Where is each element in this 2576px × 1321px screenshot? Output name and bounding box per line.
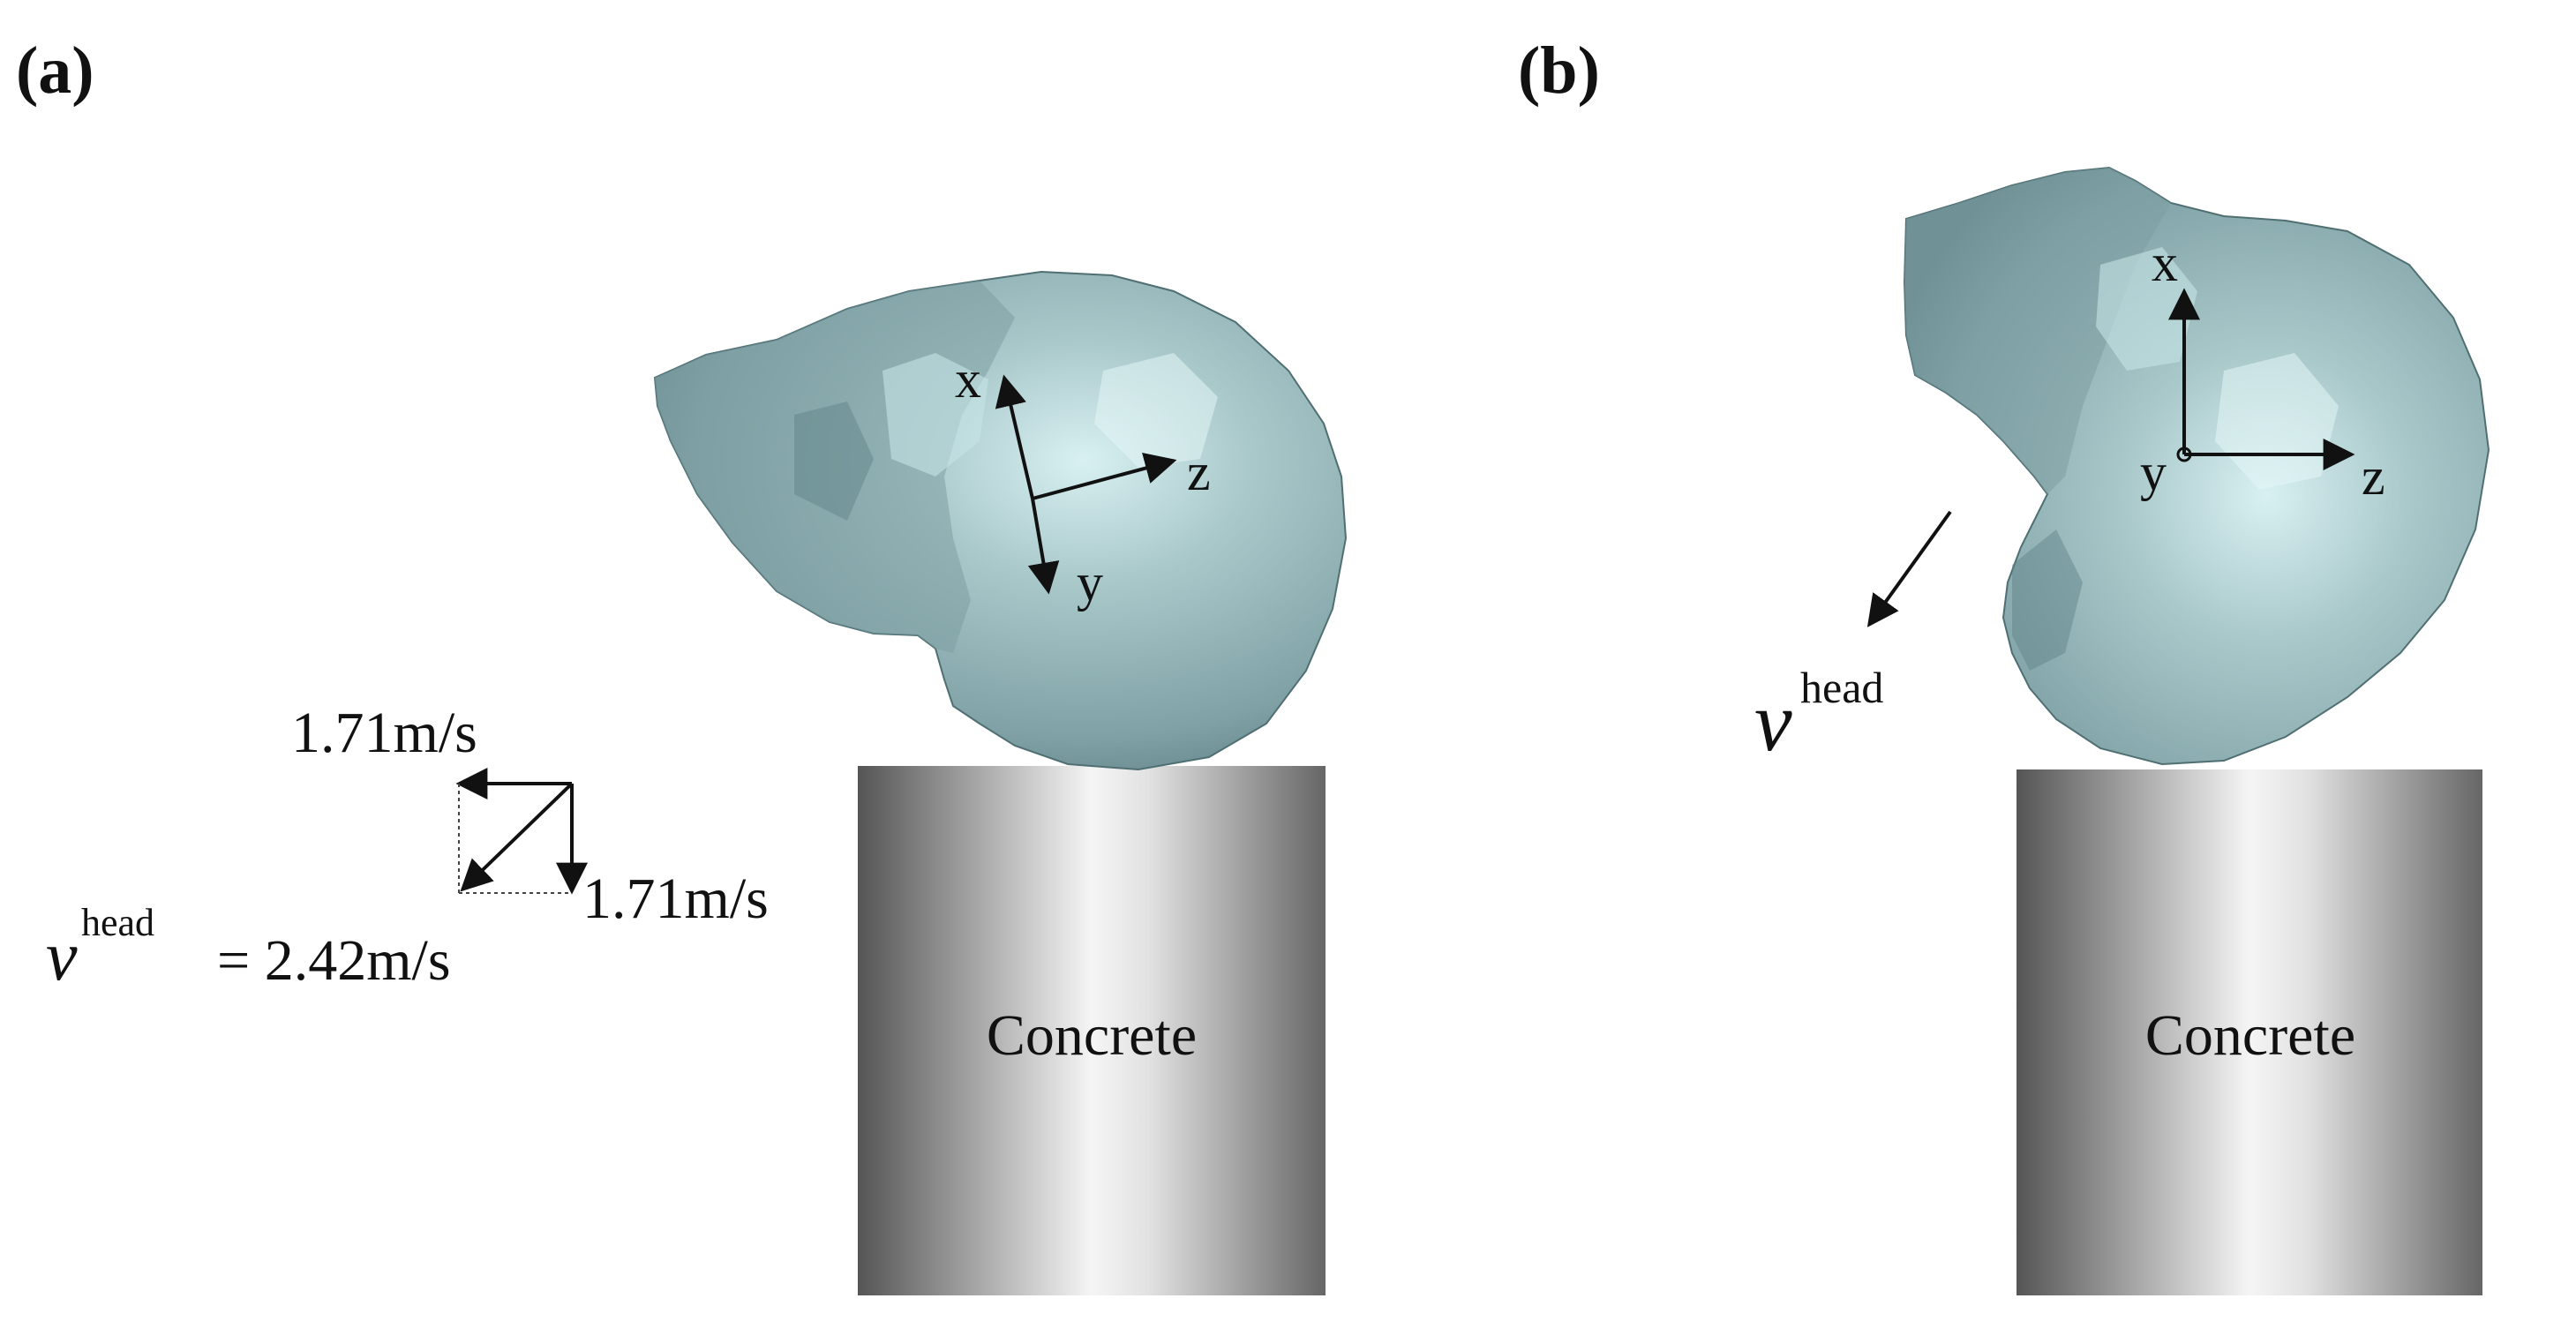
velocity-component-horizontal: 1.71m/s	[291, 701, 477, 765]
panel-a-figure: (a) Concrete x z y 1.71m/s 1.71m/s v	[16, 34, 1348, 1295]
skull-face-region	[1904, 168, 2171, 494]
axes-triad	[995, 374, 1177, 595]
panel-b-figure: (b) Concrete x z y v head	[1518, 34, 2490, 1295]
velocity-superscript: head	[1800, 663, 1883, 712]
y-axis-label: y	[1077, 553, 1103, 612]
velocity-component-vertical: 1.71m/s	[582, 867, 769, 931]
x-axis-label: x	[955, 350, 981, 409]
y-axis-label: y	[2140, 443, 2167, 501]
skull-patch	[882, 353, 988, 477]
skull-patch	[794, 402, 874, 521]
concrete-label: Concrete	[987, 1003, 1197, 1068]
concrete-cylinder	[2016, 769, 2482, 1295]
velocity-superscript: head	[81, 901, 154, 944]
z-axis-arrow	[1032, 453, 1177, 500]
velocity-arrow	[1866, 510, 1952, 627]
concrete-cylinder	[858, 766, 1326, 1295]
z-axis-label: z	[1187, 443, 1211, 501]
velocity-symbol: v	[1754, 674, 1792, 769]
skull-patch	[2096, 247, 2197, 371]
x-axis-label: x	[2152, 234, 2178, 292]
z-axis-label: z	[2362, 447, 2385, 506]
y-axis-arrow	[1027, 498, 1060, 595]
panel-a-label: (a)	[16, 34, 94, 108]
velocity-magnitude: = 2.42m/s	[217, 928, 451, 993]
y-axis-out-of-plane	[2176, 447, 2192, 462]
skull-patch	[2012, 529, 2083, 671]
skull-highlight	[1094, 353, 1218, 468]
velocity-symbol: v	[46, 918, 78, 995]
panel-b: (b) Concrete x z y v head	[1288, 0, 2576, 1321]
concrete-label: Concrete	[2145, 1003, 2355, 1068]
velocity-decomposition: 1.71m/s 1.71m/s v head = 2.42m/s	[46, 701, 769, 995]
x-axis-arrow	[995, 374, 1034, 499]
axes-triad	[2168, 288, 2355, 470]
panel-a: (a) Concrete x z y 1.71m/s 1.71m/s v	[16, 34, 1348, 1295]
panel-b-label: (b)	[1518, 34, 1600, 108]
resultant-velocity-arrow	[460, 782, 574, 892]
